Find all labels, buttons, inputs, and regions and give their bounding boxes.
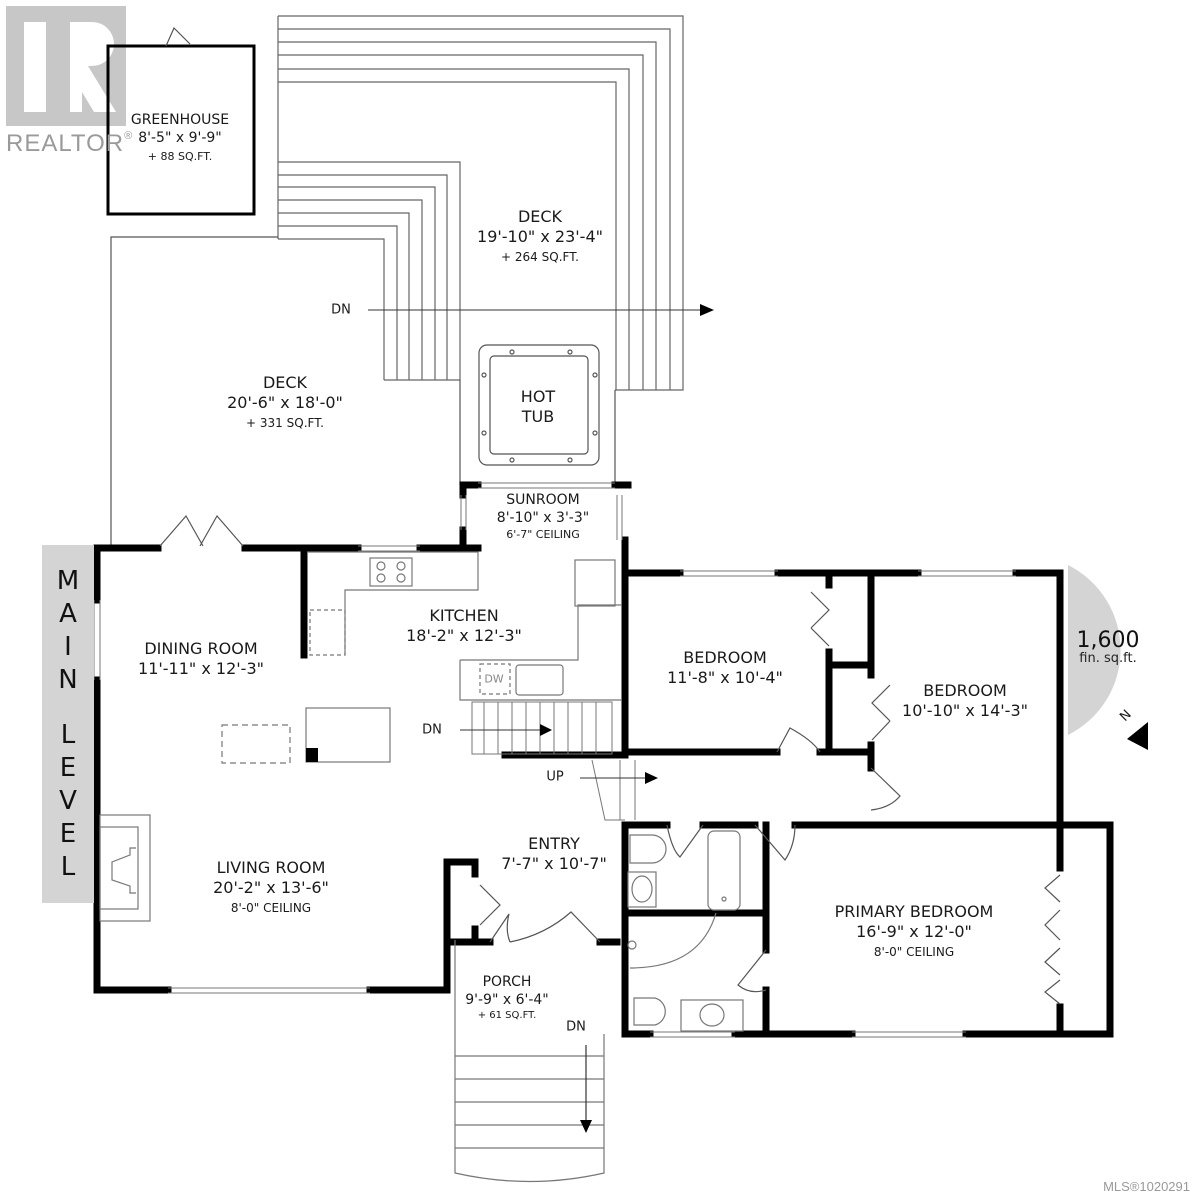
fireplace-icon (99, 814, 151, 922)
room-dining: DINING ROOM 11'-11" x 12'-3" (138, 639, 264, 678)
greenhouse-outline (106, 26, 256, 216)
island-post (306, 748, 318, 762)
mls-number: MLS®1020291 (1103, 1179, 1190, 1194)
porch-stairs-dn-label: DN (566, 1019, 586, 1035)
realtor-watermark: REALTOR® (6, 130, 134, 157)
room-kitchen: KITCHEN 18'-2" x 12'-3" (406, 606, 522, 645)
hall-stairs (580, 759, 645, 821)
room-bedroom-2: BEDROOM 10'-10" x 14'-3" (902, 681, 1028, 720)
compass-badge (1068, 565, 1148, 750)
level-label: M A I N L E V E L (42, 545, 94, 903)
hot-tub-icon (478, 344, 600, 466)
deck-dn-arrow (368, 304, 714, 316)
room-primary-bedroom: PRIMARY BEDROOM 16'-9" x 12'-0" 8'-0" CE… (834, 902, 994, 959)
walls (93, 481, 1114, 1038)
hall-up-arrow (645, 772, 658, 784)
room-greenhouse: GREENHOUSE 8'-5" x 9'-9" + 88 SQ.FT. (130, 112, 230, 163)
kitchen-stairs (460, 701, 613, 755)
kitchen-stairs-dn-label: DN (422, 722, 442, 738)
deck-outline (110, 236, 616, 545)
kitchen-dn-arrow (540, 724, 552, 736)
hot-tub-label: HOT TUB (520, 387, 556, 426)
dishwasher-label: DW (484, 672, 504, 686)
porch-dn-arrow (580, 1120, 592, 1133)
room-porch: PORCH 9'-9" x 6'-4" + 61 SQ.FT. (465, 974, 549, 1021)
room-sunroom: SUNROOM 8'-10" x 3'-3" 6'-7" CEILING (496, 492, 590, 541)
hall-stairs-up-label: UP (546, 769, 564, 785)
total-sqft: 1,600 fin. sq.ft. (1068, 628, 1148, 666)
sqft-unit: fin. sq.ft. (1079, 651, 1137, 666)
deck-stairs-dn-label: DN (331, 302, 351, 318)
room-deck-upper: DECK 19'-10" x 23'-4" + 264 SQ.FT. (477, 207, 603, 264)
deck-stairs-upper (277, 15, 684, 391)
bathroom-fixtures (627, 830, 744, 1032)
kitchen-fixtures (221, 551, 622, 764)
realtor-logo-icon (6, 6, 126, 126)
room-deck-lower: DECK 20'-6" x 18'-0" + 331 SQ.FT. (227, 373, 343, 430)
porch-stairs (454, 940, 605, 1183)
doors (159, 514, 1061, 1005)
room-bedroom-1: BEDROOM 11'-8" x 10'-4" (667, 648, 783, 687)
windows (93, 482, 1016, 1038)
sqft-value: 1,600 (1076, 628, 1140, 653)
room-entry: ENTRY 7'-7" x 10'-7" (501, 834, 607, 873)
room-living: LIVING ROOM 20'-2" x 13'-6" 8'-0" CEILIN… (213, 858, 329, 915)
